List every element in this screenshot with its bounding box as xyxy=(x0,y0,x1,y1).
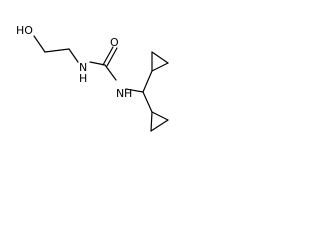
atom-label-oxygen: O xyxy=(110,36,119,49)
bond-ring1-c xyxy=(151,62,169,72)
bond-carbonyl-double-b xyxy=(106,47,118,67)
atom-label-hydrogen-1: H xyxy=(79,72,87,85)
bond-c1-c2 xyxy=(44,48,70,53)
bond-ho-c1 xyxy=(33,35,46,53)
structure-canvas: HO N H O N H xyxy=(0,0,193,158)
bond-carbonyl-n2 xyxy=(104,64,117,81)
atom-label-hydrogen-2: H xyxy=(124,87,132,100)
bond-layer xyxy=(33,35,169,132)
bond-ch-ring2 xyxy=(142,91,153,113)
atom-label-nitrogen-2: N xyxy=(116,87,124,100)
atom-label-nitrogen-1: N xyxy=(79,61,87,74)
atom-label-hydroxyl: HO xyxy=(16,24,33,37)
bond-ring2-c xyxy=(151,111,169,121)
bond-n2-ch xyxy=(125,88,144,93)
bond-ring1-b xyxy=(151,51,169,64)
chemical-structure: HO N H O N H xyxy=(16,24,169,132)
atom-label-layer: HO N H O N H xyxy=(16,24,132,100)
bond-n1-carbonyl xyxy=(89,61,106,66)
bond-c2-n1 xyxy=(68,48,79,63)
bond-carbonyl-double-a xyxy=(102,46,114,66)
bond-ring2-b xyxy=(150,119,169,132)
bond-ch-ring1 xyxy=(142,70,153,93)
bond-ring2-a xyxy=(150,111,153,132)
